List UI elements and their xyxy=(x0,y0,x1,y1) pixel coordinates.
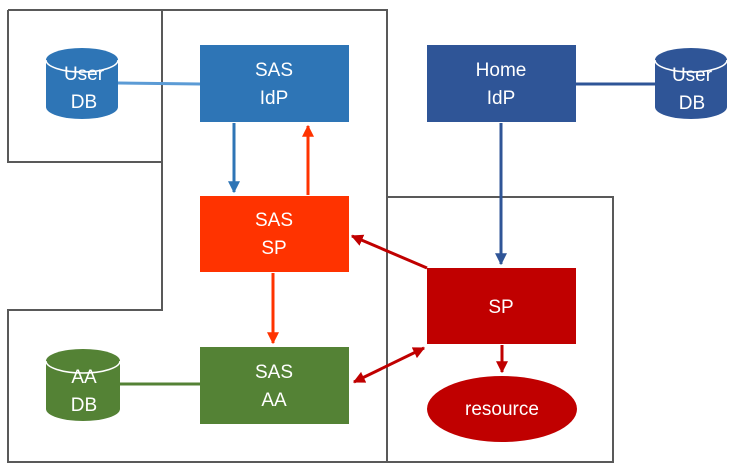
sas-aa-box: SAS AA xyxy=(200,347,349,424)
user-db-right: User DB xyxy=(654,48,728,119)
sas-idp-label-2: IdP xyxy=(260,88,289,109)
sp-box: SP xyxy=(427,268,576,344)
aa-db: AA DB xyxy=(45,349,121,421)
home-idp-box: Home IdP xyxy=(427,45,576,122)
resource-ellipse: resource xyxy=(427,376,577,442)
user-db-left-label-2: DB xyxy=(71,92,97,113)
resource-label: resource xyxy=(465,399,539,420)
aa-db-label-1: AA xyxy=(71,367,97,388)
userdb-idp-link xyxy=(117,81,201,86)
sas-aa-label-1: SAS xyxy=(255,362,293,383)
sas-idp-label-1: SAS xyxy=(255,60,293,81)
user-db-left: User DB xyxy=(45,48,119,119)
sas-idp-box: SAS IdP xyxy=(200,45,349,122)
sp-to-sas-sp-arrow xyxy=(350,234,428,270)
sas-sp-label-2: SP xyxy=(261,238,286,259)
user-db-right-label-2: DB xyxy=(679,93,705,114)
sas-region-border xyxy=(7,9,388,463)
aa-db-label-2: DB xyxy=(71,395,97,416)
sas-sp-label-1: SAS xyxy=(255,210,293,231)
home-idp-label-2: IdP xyxy=(487,88,516,109)
sp-label: SP xyxy=(488,297,513,318)
sas-sp-box: SAS SP xyxy=(200,196,349,272)
sas-aa-label-2: AA xyxy=(261,390,287,411)
home-idp-label-1: Home xyxy=(476,60,527,81)
user-db-left-label-1: User xyxy=(64,64,105,85)
user-db-right-label-1: User xyxy=(672,65,713,86)
sp-aa-double-arrow xyxy=(352,346,426,384)
